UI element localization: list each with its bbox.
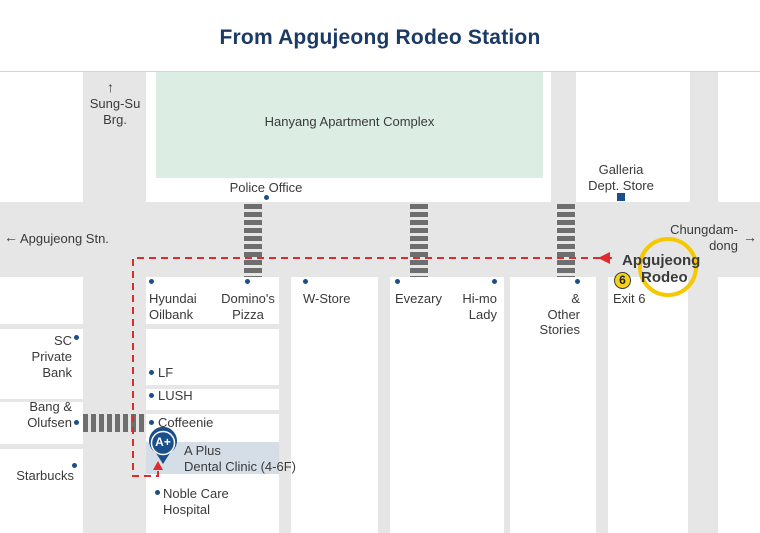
dominos-marker <box>245 279 250 284</box>
other-stories-label-line2: Other <box>547 307 580 322</box>
sc-bank-marker <box>74 335 79 340</box>
galleria-label-line2: Dept. Store <box>588 178 654 193</box>
evezary-label: Evezary <box>395 291 442 306</box>
west-arrow-icon: ← <box>4 229 18 245</box>
clinic-label-line2: Dental Clinic (4-6F) <box>184 459 296 474</box>
block-wstore <box>291 277 378 533</box>
lush-marker <box>149 393 154 398</box>
station-name-line2: Rodeo <box>641 269 688 286</box>
other-stories-marker <box>575 279 580 284</box>
route-path <box>132 252 612 477</box>
apgujeong-stn-label: Apgujeong Stn. <box>20 231 109 246</box>
coffeenie-label: Coffeenie <box>158 415 214 430</box>
starbucks-marker <box>72 463 77 468</box>
exit-6-badge: 6 <box>614 272 631 289</box>
route-start-arrow <box>598 252 610 264</box>
east-arrow-icon: → <box>743 229 757 245</box>
galleria-label-line1: Galleria <box>598 162 644 177</box>
bang-olufsen-label-line1: Bang & <box>29 399 72 414</box>
crosswalk-bang <box>83 414 146 432</box>
block-mid-left <box>0 277 83 324</box>
bang-olufsen-marker <box>74 420 79 425</box>
apartment-complex <box>156 72 543 178</box>
chungdam-label-line2: dong <box>709 238 738 253</box>
block-lf <box>146 329 279 385</box>
police-marker <box>264 195 269 200</box>
coffeenie-marker <box>149 420 154 425</box>
sc-bank-label-line1: SC <box>53 333 72 348</box>
other-stories-label-line3: Stories <box>539 322 580 337</box>
himo-label-line1: Hi-mo <box>462 291 497 306</box>
block-evezary <box>390 277 504 533</box>
apartment-label: Hanyang Apartment Complex <box>264 114 435 129</box>
lush-label: LUSH <box>158 388 193 403</box>
himo-marker <box>492 279 497 284</box>
wstore-marker <box>303 279 308 284</box>
block-starbucks <box>0 449 83 533</box>
station-name-line1: Apgujeong <box>622 252 701 269</box>
hyundai-marker <box>149 279 154 284</box>
police-label: Police Office <box>229 180 303 195</box>
station-ring <box>638 237 698 297</box>
block-noble <box>146 482 279 533</box>
map: Apgujeong Rodeo 6 Exit 6 ↑ Sung-Su Brg. … <box>0 71 760 533</box>
wstore-label: W-Store <box>303 291 351 306</box>
sc-bank-label-line2: Private <box>31 349 72 364</box>
block-lush <box>146 389 279 410</box>
route-end-arrow <box>153 461 163 470</box>
noble-care-label-line1: Noble Care <box>163 486 229 501</box>
block-galleria <box>576 72 690 202</box>
block-hyundai <box>146 277 279 324</box>
block-top-left <box>0 72 83 202</box>
clinic-label-line1: A Plus <box>184 443 221 458</box>
evezary-marker <box>395 279 400 284</box>
block-top-right <box>718 72 760 202</box>
page-title: From Apgujeong Rodeo Station <box>219 26 541 49</box>
lf-label: LF <box>158 365 174 380</box>
block-mid-right <box>718 277 760 533</box>
hyundai-label-line1: Hyundai <box>149 291 197 306</box>
sungsu-label-line1: Sung-Su <box>89 96 141 111</box>
north-arrow-icon: ↑ <box>107 79 114 95</box>
hyundai-label-line2: Oilbank <box>149 307 194 322</box>
sc-bank-label-line3: Bank <box>42 365 72 380</box>
sungsu-label-line2: Brg. <box>103 112 127 127</box>
block-bang <box>0 402 83 444</box>
starbucks-label: Starbucks <box>16 468 74 483</box>
block-other-stories <box>510 277 596 533</box>
block-sc-bank <box>0 329 83 399</box>
dominos-label-line2: Pizza <box>232 307 264 322</box>
noble-care-label-line2: Hospital <box>163 502 210 517</box>
dominos-label-line1: Domino's <box>221 291 275 306</box>
exit-6-label: Exit 6 <box>613 291 646 306</box>
chungdam-label-line1: Chungdam- <box>670 222 738 237</box>
clinic-pin-icon <box>149 427 177 464</box>
clinic-logo-icon: A+ <box>155 435 171 449</box>
other-stories-label-line1: & <box>571 291 580 306</box>
galleria-marker <box>617 193 625 201</box>
himo-label-line2: Lady <box>468 307 497 322</box>
noble-care-marker <box>155 490 160 495</box>
bang-olufsen-label-line2: Olufsen <box>27 415 72 430</box>
block-exit6 <box>608 277 688 533</box>
lf-marker <box>149 370 154 375</box>
